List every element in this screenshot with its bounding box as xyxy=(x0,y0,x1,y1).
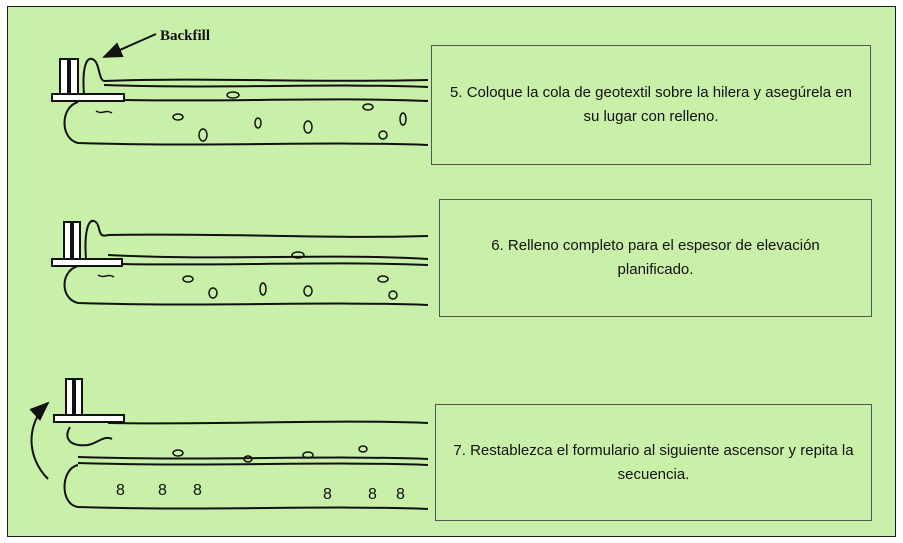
svg-text:8: 8 xyxy=(396,486,405,503)
backfill-label: Backfill xyxy=(160,28,211,44)
svg-text:8: 8 xyxy=(323,486,332,503)
diagram-panel: 8 8 8 8 8 8 Backfill 5. Coloque la cola … xyxy=(7,6,896,537)
arrow-icon xyxy=(102,33,157,58)
geotextile-tube-icon xyxy=(63,98,429,146)
geotextile-tube-icon xyxy=(63,262,429,306)
step-5-text: 5. Coloque la cola de geotextil sobre la… xyxy=(431,45,871,165)
svg-text:8: 8 xyxy=(158,482,167,499)
form-post-icon xyxy=(53,378,125,423)
step-5-drawing xyxy=(51,57,429,146)
step-5-label: 5. Coloque la cola de geotextil sobre la… xyxy=(450,84,852,125)
step-6-label: 6. Relleno completo para el espesor de e… xyxy=(491,237,820,278)
construction-sequence-illustration: 8 8 8 8 8 8 xyxy=(29,33,429,510)
svg-text:8: 8 xyxy=(368,486,377,503)
form-post-icon xyxy=(51,58,125,102)
step-7-label: 7. Restablezca el formulario al siguient… xyxy=(453,441,854,483)
svg-text:8: 8 xyxy=(116,482,125,499)
step-7-drawing: 8 8 8 8 8 8 xyxy=(29,378,429,510)
form-post-icon xyxy=(51,221,123,267)
svg-text:8: 8 xyxy=(193,482,202,499)
geotextile-tube-icon xyxy=(63,464,429,510)
step-6-drawing xyxy=(51,219,429,306)
curved-arrow-icon xyxy=(29,401,50,480)
step-6-text: 6. Relleno completo para el espesor de e… xyxy=(439,199,872,317)
step-7-text: 7. Restablezca el formulario al siguient… xyxy=(435,404,872,521)
